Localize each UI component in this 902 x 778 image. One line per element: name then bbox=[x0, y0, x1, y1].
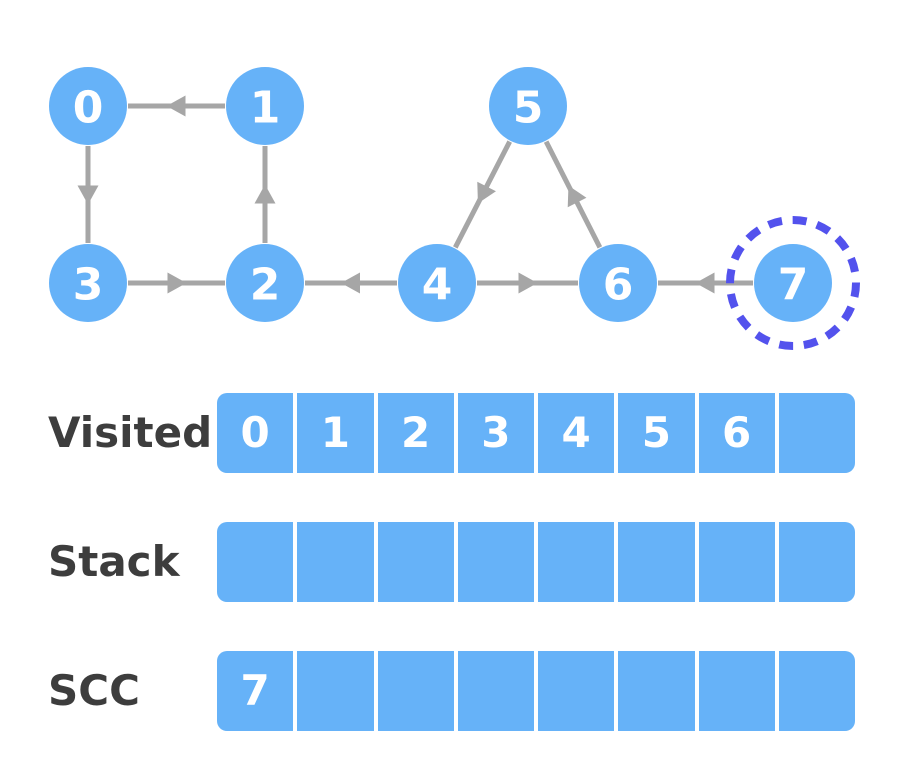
edge-arrow-4-to-2 bbox=[341, 272, 360, 294]
graph-node-label-7: 7 bbox=[778, 260, 809, 311]
array-cell-scc-6 bbox=[698, 651, 775, 731]
array-cells-scc: 7 bbox=[217, 651, 855, 731]
array-cell-visited-0: 0 bbox=[217, 393, 294, 473]
graph-node-5 bbox=[489, 67, 567, 145]
array-cell-visited-6: 6 bbox=[698, 393, 775, 473]
current-node-ring bbox=[726, 216, 860, 350]
array-row-scc: SCC 7 bbox=[0, 651, 902, 731]
graph-node-1 bbox=[226, 67, 304, 145]
graph-node-label-3: 3 bbox=[73, 260, 104, 311]
array-cell-visited-7 bbox=[778, 393, 855, 473]
edge-arrow-6-to-5 bbox=[567, 185, 587, 208]
array-cell-visited-5: 5 bbox=[618, 393, 695, 473]
graph-node-label-5: 5 bbox=[513, 83, 544, 134]
graph-node-label-4: 4 bbox=[422, 260, 453, 311]
graph-node-3 bbox=[49, 244, 127, 322]
graph-node-7 bbox=[754, 244, 832, 322]
array-cell-stack-4 bbox=[538, 522, 615, 602]
edge-arrow-7-to-6 bbox=[695, 272, 715, 294]
array-cell-visited-3: 3 bbox=[457, 393, 534, 473]
array-cell-stack-5 bbox=[618, 522, 695, 602]
array-cell-visited-1: 1 bbox=[297, 393, 374, 473]
array-cell-scc-5 bbox=[618, 651, 695, 731]
edge-arrow-5-to-4 bbox=[477, 181, 496, 204]
array-cell-visited-4: 4 bbox=[538, 393, 615, 473]
array-label-scc: SCC bbox=[48, 666, 140, 715]
array-cell-scc-1 bbox=[297, 651, 374, 731]
edge-arrow-0-to-3 bbox=[77, 185, 99, 205]
array-row-stack: Stack bbox=[0, 522, 902, 602]
array-cell-stack-6 bbox=[698, 522, 775, 602]
edge-arrow-3-to-2 bbox=[167, 272, 187, 294]
array-cell-stack-2 bbox=[377, 522, 454, 602]
array-label-stack: Stack bbox=[48, 537, 180, 586]
graph-node-4 bbox=[398, 244, 476, 322]
graph-node-label-6: 6 bbox=[603, 260, 634, 311]
array-cell-scc-3 bbox=[457, 651, 534, 731]
edge-arrow-4-to-6 bbox=[518, 272, 538, 294]
edge-arrow-2-to-1 bbox=[254, 184, 276, 204]
graph-node-2 bbox=[226, 244, 304, 322]
array-cell-stack-0 bbox=[217, 522, 294, 602]
array-label-visited: Visited bbox=[48, 408, 213, 457]
array-cell-scc-4 bbox=[538, 651, 615, 731]
array-cell-stack-7 bbox=[778, 522, 855, 602]
array-cell-visited-2: 2 bbox=[377, 393, 454, 473]
graph-node-label-2: 2 bbox=[250, 260, 281, 311]
array-cells-stack bbox=[217, 522, 855, 602]
array-cell-stack-1 bbox=[297, 522, 374, 602]
array-cell-scc-0: 7 bbox=[217, 651, 294, 731]
array-cell-stack-3 bbox=[457, 522, 534, 602]
array-cell-scc-7 bbox=[778, 651, 855, 731]
graph-node-0 bbox=[49, 67, 127, 145]
array-cell-scc-2 bbox=[377, 651, 454, 731]
graph-node-label-1: 1 bbox=[250, 83, 281, 134]
edge-arrow-1-to-0 bbox=[166, 95, 186, 117]
graph-node-label-0: 0 bbox=[73, 83, 104, 134]
graph-node-6 bbox=[579, 244, 657, 322]
